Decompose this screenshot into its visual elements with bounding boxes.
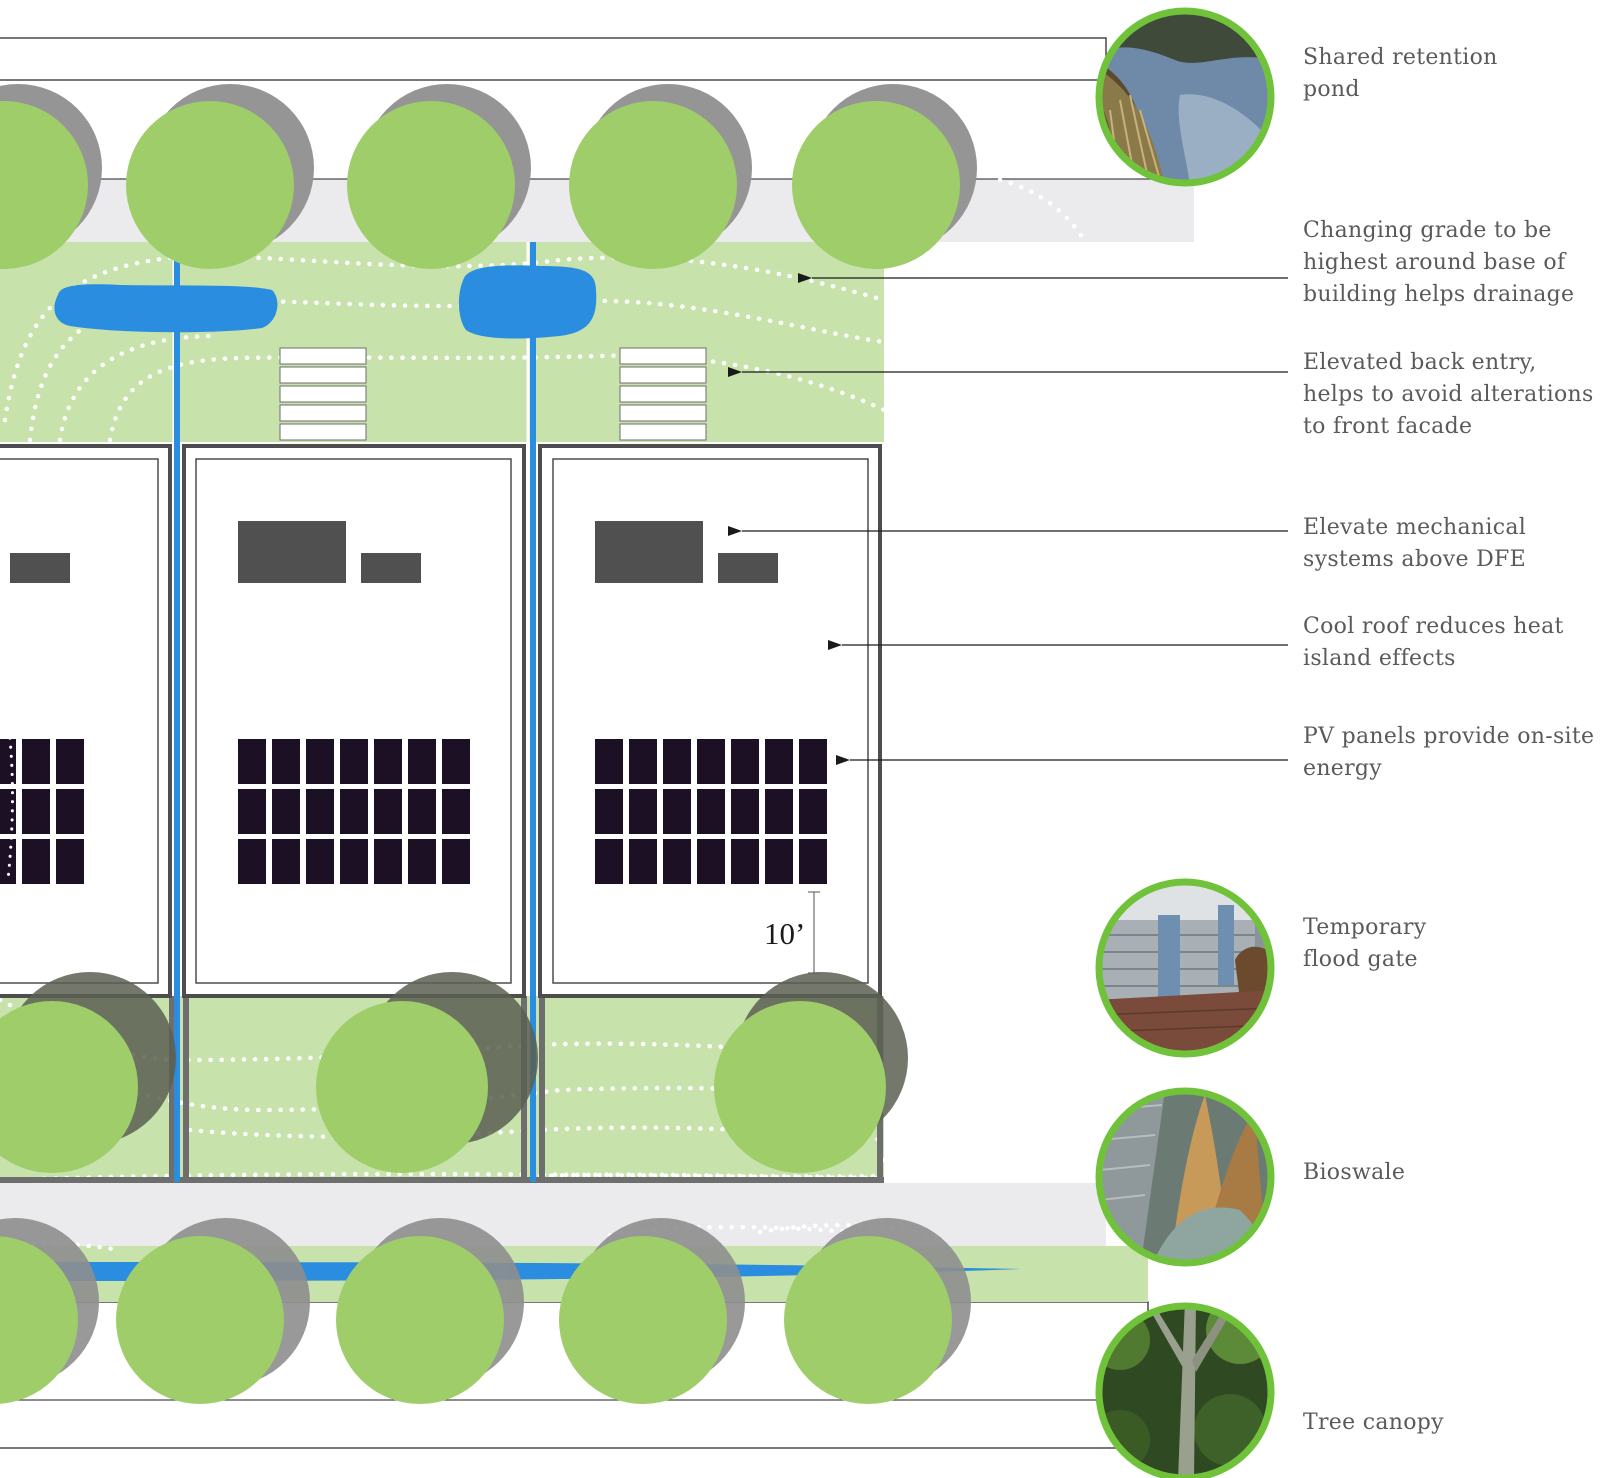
pv-panel: [697, 739, 725, 784]
pv-panel: [629, 839, 657, 884]
pv-panel: [306, 789, 334, 834]
pv-panel: [306, 739, 334, 784]
label-line: energy: [1303, 756, 1383, 781]
label-retention-pond: Shared retention pond: [1303, 42, 1498, 106]
pv-panel: [595, 839, 623, 884]
pv-panel: [731, 839, 759, 884]
label-line: Tree canopy: [1303, 1410, 1444, 1435]
buildings: [0, 444, 882, 998]
pv-panel: [238, 789, 266, 834]
pv-panel: [663, 839, 691, 884]
pv-panel: [663, 739, 691, 784]
bottom-street-trees: [0, 1236, 952, 1404]
dimension-label: 10’: [764, 916, 805, 951]
pv-panel: [374, 739, 402, 784]
pv-panel: [272, 839, 300, 884]
pond-photo: [1095, 7, 1275, 187]
label-line: flood gate: [1303, 947, 1418, 972]
label-line: Changing grade to be: [1303, 218, 1552, 243]
pv-panel: [408, 839, 436, 884]
label-back-entry: Elevated back entry, helps to avoid alte…: [1303, 347, 1594, 443]
rear-alley: [0, 1183, 1106, 1246]
pv-panel-dots: [6, 718, 14, 882]
flood-gate-photo: [1095, 878, 1275, 1058]
pv-panel: [595, 789, 623, 834]
label-line: Cool roof reduces heat: [1303, 614, 1564, 639]
drainage-channels: [174, 242, 536, 1182]
label-line: Temporary: [1303, 915, 1427, 940]
pv-panel: [731, 739, 759, 784]
pv-panel: [408, 789, 436, 834]
label-line: to front facade: [1303, 414, 1473, 439]
label-line: PV panels provide on-site: [1303, 724, 1595, 749]
label-flood-gate: Temporary flood gate: [1303, 912, 1426, 976]
entry-steps: [279, 347, 707, 441]
label-line: Elevate mechanical: [1303, 515, 1527, 540]
pv-panel: [697, 789, 725, 834]
pv-panel: [799, 739, 827, 784]
front-yard-trees: [0, 1001, 886, 1173]
pv-panel: [765, 789, 793, 834]
label-line: building helps drainage: [1303, 282, 1575, 307]
pv-panel: [595, 739, 623, 784]
mechanical-units: [10, 521, 778, 583]
label-line: pond: [1303, 77, 1360, 102]
pv-panel: [629, 739, 657, 784]
pv-panel: [272, 789, 300, 834]
pv-panel: [306, 839, 334, 884]
pv-panel: [340, 789, 368, 834]
label-mechanical: Elevate mechanical systems above DFE: [1303, 512, 1526, 576]
pv-panel: [765, 839, 793, 884]
rain-gardens: [54, 265, 597, 339]
label-line: Shared retention: [1303, 45, 1498, 70]
pv-panel: [663, 789, 691, 834]
pv-panel: [799, 839, 827, 884]
label-bioswale: Bioswale: [1303, 1157, 1405, 1189]
pv-panel: [697, 839, 725, 884]
pv-panel: [374, 789, 402, 834]
pv-panel-arrays: [0, 739, 827, 884]
label-line: systems above DFE: [1303, 547, 1526, 572]
label-tree-canopy: Tree canopy: [1303, 1407, 1444, 1439]
label-line: helps to avoid alterations: [1303, 382, 1594, 407]
top-street-trees: [0, 101, 960, 269]
pv-panel: [442, 789, 470, 834]
label-line: Elevated back entry,: [1303, 350, 1537, 375]
pv-panel: [442, 839, 470, 884]
pv-panel: [340, 739, 368, 784]
label-line: Bioswale: [1303, 1160, 1406, 1185]
pv-panel: [238, 839, 266, 884]
pv-panel: [799, 789, 827, 834]
pv-panel: [374, 839, 402, 884]
pv-panel: [765, 739, 793, 784]
label-line: island effects: [1303, 646, 1456, 671]
label-cool-roof: Cool roof reduces heat island effects: [1303, 611, 1564, 675]
label-changing-grade: Changing grade to be highest around base…: [1303, 215, 1574, 311]
pv-panel: [629, 789, 657, 834]
pv-panel: [442, 739, 470, 784]
label-line: highest around base of: [1303, 250, 1566, 275]
pv-panel: [340, 839, 368, 884]
pv-panel: [408, 739, 436, 784]
bioswale-photo: [1095, 1087, 1275, 1267]
pv-panel: [238, 739, 266, 784]
tree-canopy-photo: [1095, 1302, 1275, 1478]
label-pv-panels: PV panels provide on-site energy: [1303, 721, 1594, 785]
backyard-lawn: [0, 242, 884, 442]
pv-panel: [731, 789, 759, 834]
pv-panel: [272, 739, 300, 784]
callout-leaders: [728, 273, 1288, 765]
